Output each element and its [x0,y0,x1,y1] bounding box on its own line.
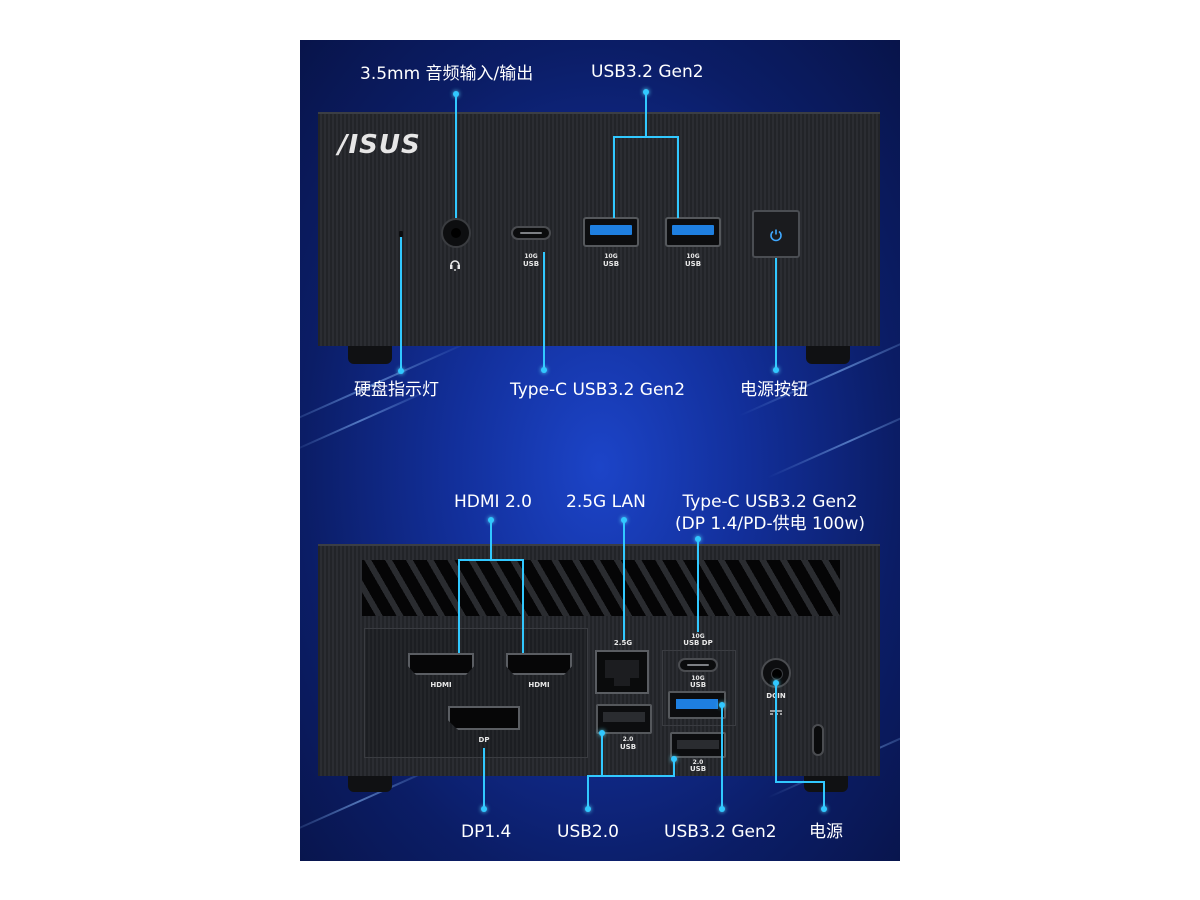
dp-label: DP [478,736,490,744]
label-lan: 2.5G LAN [566,492,646,512]
front-usb-a-port-2 [665,217,721,247]
callout-line [587,775,589,809]
callout-line [721,705,723,808]
rear-usb2-port-2 [670,732,726,758]
callout-line [522,559,524,653]
lan-port [595,650,649,694]
power-button [752,210,800,258]
callout-line [677,136,679,218]
callout-line [613,136,615,218]
callout-line [775,258,777,370]
callout-dot [773,367,779,373]
hdmi1-label: HDMI [430,681,452,689]
label-hdmi: HDMI 2.0 [454,492,532,512]
callout-dot [585,806,591,812]
hdd-indicator-led [399,231,403,237]
hdmi-port-2 [506,653,572,675]
label-usb2: USB2.0 [557,822,619,842]
callout-line [483,748,485,808]
label-power-rear: 电源 [809,822,843,842]
rear-usb2b-usb: USB [689,765,707,773]
rear-usb2-port-1 [596,704,652,734]
front-usb-a-port-1 [583,217,639,247]
callout-line [543,252,545,370]
label-hdd-led: 硬盘指示灯 [354,380,439,400]
hdmi-port-1 [408,653,474,675]
rear-typec-group [662,650,736,726]
rear-typec-label: USB DP [683,639,713,647]
callout-line [697,539,699,632]
label-rear-typec-line1: Type-C USB3.2 Gen2 [682,492,858,512]
hdmi2-label: HDMI [528,681,550,689]
rear-typec-speed: 10G [691,633,705,640]
vent-grille [362,560,840,616]
front-typec-port [511,226,551,240]
label-rear-typec-line2: (DP 1.4/PD-供电 100w) [674,514,865,534]
callout-line [587,775,673,777]
callout-line [673,759,675,777]
callout-dot [398,368,404,374]
callout-line [458,559,524,561]
callout-line [458,559,460,653]
label-typec-front: Type-C USB3.2 Gen2 [510,380,686,400]
callout-line [490,520,492,560]
light-streak [767,403,900,479]
callout-dot [481,806,487,812]
callout-line [455,94,457,218]
front-typec-usb: USB [522,260,540,268]
rear-typec-port [678,658,718,672]
callout-dot [821,806,827,812]
callout-line [645,92,647,137]
label-usb32-rear: USB3.2 Gen2 [664,822,777,842]
audio-jack [441,218,471,248]
rear-usb2a-ver: 2.0 [622,736,634,743]
callout-line [613,136,679,138]
front-usb1-usb: USB [602,260,620,268]
callout-line [623,520,625,640]
headset-icon [448,257,462,271]
rear-recessed-panel [364,628,588,758]
rear-usb2a-usb: USB [619,743,637,751]
rear-usb3-usb: USB [689,681,707,689]
callout-line [775,781,825,783]
rear-usb2b-ver: 2.0 [692,759,704,766]
callout-dot [541,367,547,373]
callout-line [823,781,825,808]
callout-line [400,237,402,371]
front-usb2-speed: 10G [686,253,700,260]
front-typec-speed: 10G [524,253,538,260]
asus-logo: /ISUS [338,130,421,160]
label-power-button: 电源按钮 [740,380,808,400]
displayport-port [448,706,520,730]
label-usb-top: USB3.2 Gen2 [591,62,704,82]
label-dp: DP1.4 [461,822,512,842]
callout-line [775,683,777,782]
product-image-panel: /ISUS 10G USB 10G USB 10G USB [300,40,900,861]
front-usb1-speed: 10G [604,253,618,260]
callout-dot [719,806,725,812]
kensington-lock-slot [812,724,824,756]
rear-usb3-port [668,691,726,719]
front-usb2-usb: USB [684,260,702,268]
rear-usb3-speed: 10G [691,675,705,682]
power-icon [769,227,783,242]
callout-line [601,733,603,776]
lan-speed-label: 2.5G [613,639,633,647]
label-audio: 3.5mm 音频输入/输出 [360,64,534,84]
